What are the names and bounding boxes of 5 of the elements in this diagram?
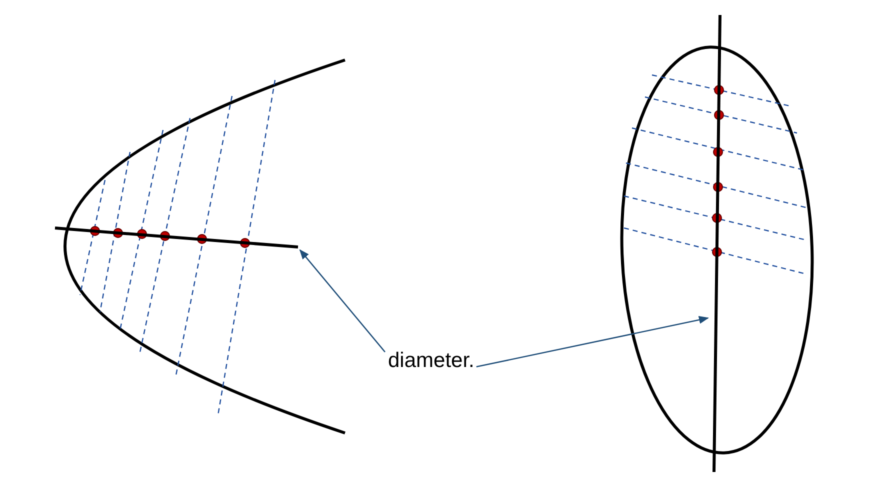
diameter-label: diameter. [388,350,474,371]
diameter-line [712,14,722,472]
leader-line [299,249,386,352]
leader-line [476,316,709,368]
diameter-line [54,226,298,248]
